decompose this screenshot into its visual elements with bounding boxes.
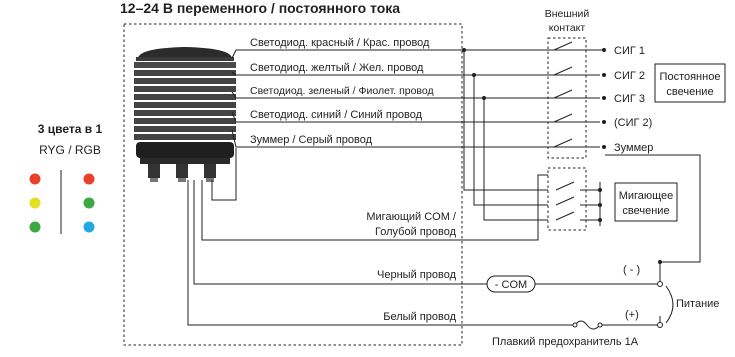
com-label: - COM — [495, 279, 527, 291]
legend-subtitle: RYG / RGB — [39, 143, 101, 157]
steady-light-box — [654, 63, 726, 103]
ryg-yellow-dot — [29, 197, 41, 209]
rgb-blue-dot — [83, 221, 95, 233]
signal-1-label: СИГ 1 — [614, 45, 645, 57]
flash-light-label-1: Мигающее — [619, 190, 674, 202]
rgb-green-dot — [83, 197, 95, 209]
flash-switches — [555, 181, 575, 221]
flash-light-box — [614, 182, 678, 222]
wire-label-blue: Светодиод. синий / Синий провод — [250, 109, 423, 121]
signal-2-label: СИГ 2 — [614, 70, 645, 82]
power-label: Питание — [676, 298, 719, 310]
minus-terminal — [657, 281, 663, 287]
flash-contact-box — [547, 167, 587, 231]
color-legend: 3 цвета в 1 RYG / RGB — [29, 122, 103, 234]
external-contact-label-2: контакт — [549, 22, 586, 34]
legend-title: 3 цвета в 1 — [38, 122, 103, 136]
rgb-red-dot — [83, 173, 95, 185]
external-contact-label-1: Внешний — [545, 8, 590, 20]
power-bracket — [665, 285, 674, 324]
wire-label-green: Светодиод. зеленый / Фиолет. провод — [250, 85, 434, 97]
signal-3-label: СИГ 3 — [614, 93, 645, 105]
wire-label-buzzer: Зуммер / Серый провод — [250, 134, 373, 146]
white-wire-label: Белый провод — [383, 311, 456, 323]
plus-terminal — [657, 322, 663, 328]
fuse-symbol — [574, 320, 601, 330]
unit-frame — [123, 23, 463, 346]
flash-common-label-2: Голубой провод — [375, 226, 457, 238]
flash-common-label-1: Мигающий COM / — [366, 211, 457, 223]
signal-2-alt-label: (СИГ 2) — [614, 117, 652, 129]
external-wiring — [460, 49, 701, 326]
plus-terminal-label: (+) — [625, 309, 639, 321]
steady-switches — [553, 41, 573, 148]
fuse-label: Плавкий предохранитель 1A — [492, 336, 639, 348]
wire-bundle — [187, 49, 460, 326]
junctions — [462, 48, 662, 264]
black-wire-label: Черный провод — [377, 269, 457, 281]
steady-light-label-1: Постоянное — [660, 71, 721, 83]
signal-tower — [134, 47, 236, 182]
steady-light-label-2: свечение — [666, 86, 713, 98]
wire-label-red: Светодиод. красный / Крас. провод — [250, 37, 430, 49]
minus-terminal-label: ( - ) — [623, 264, 640, 276]
wire-label-yellow: Светодиод. желтый / Жел. провод — [250, 62, 424, 74]
diagram-title: 12–24 В переменного / постоянного тока — [120, 0, 400, 16]
ryg-green-dot — [29, 221, 41, 233]
flash-light-label-2: свечение — [622, 205, 669, 217]
com-pill — [486, 275, 536, 293]
ryg-red-dot — [29, 173, 41, 185]
signal-buzzer-label: Зуммер — [614, 142, 653, 154]
external-contact-box — [547, 37, 587, 159]
